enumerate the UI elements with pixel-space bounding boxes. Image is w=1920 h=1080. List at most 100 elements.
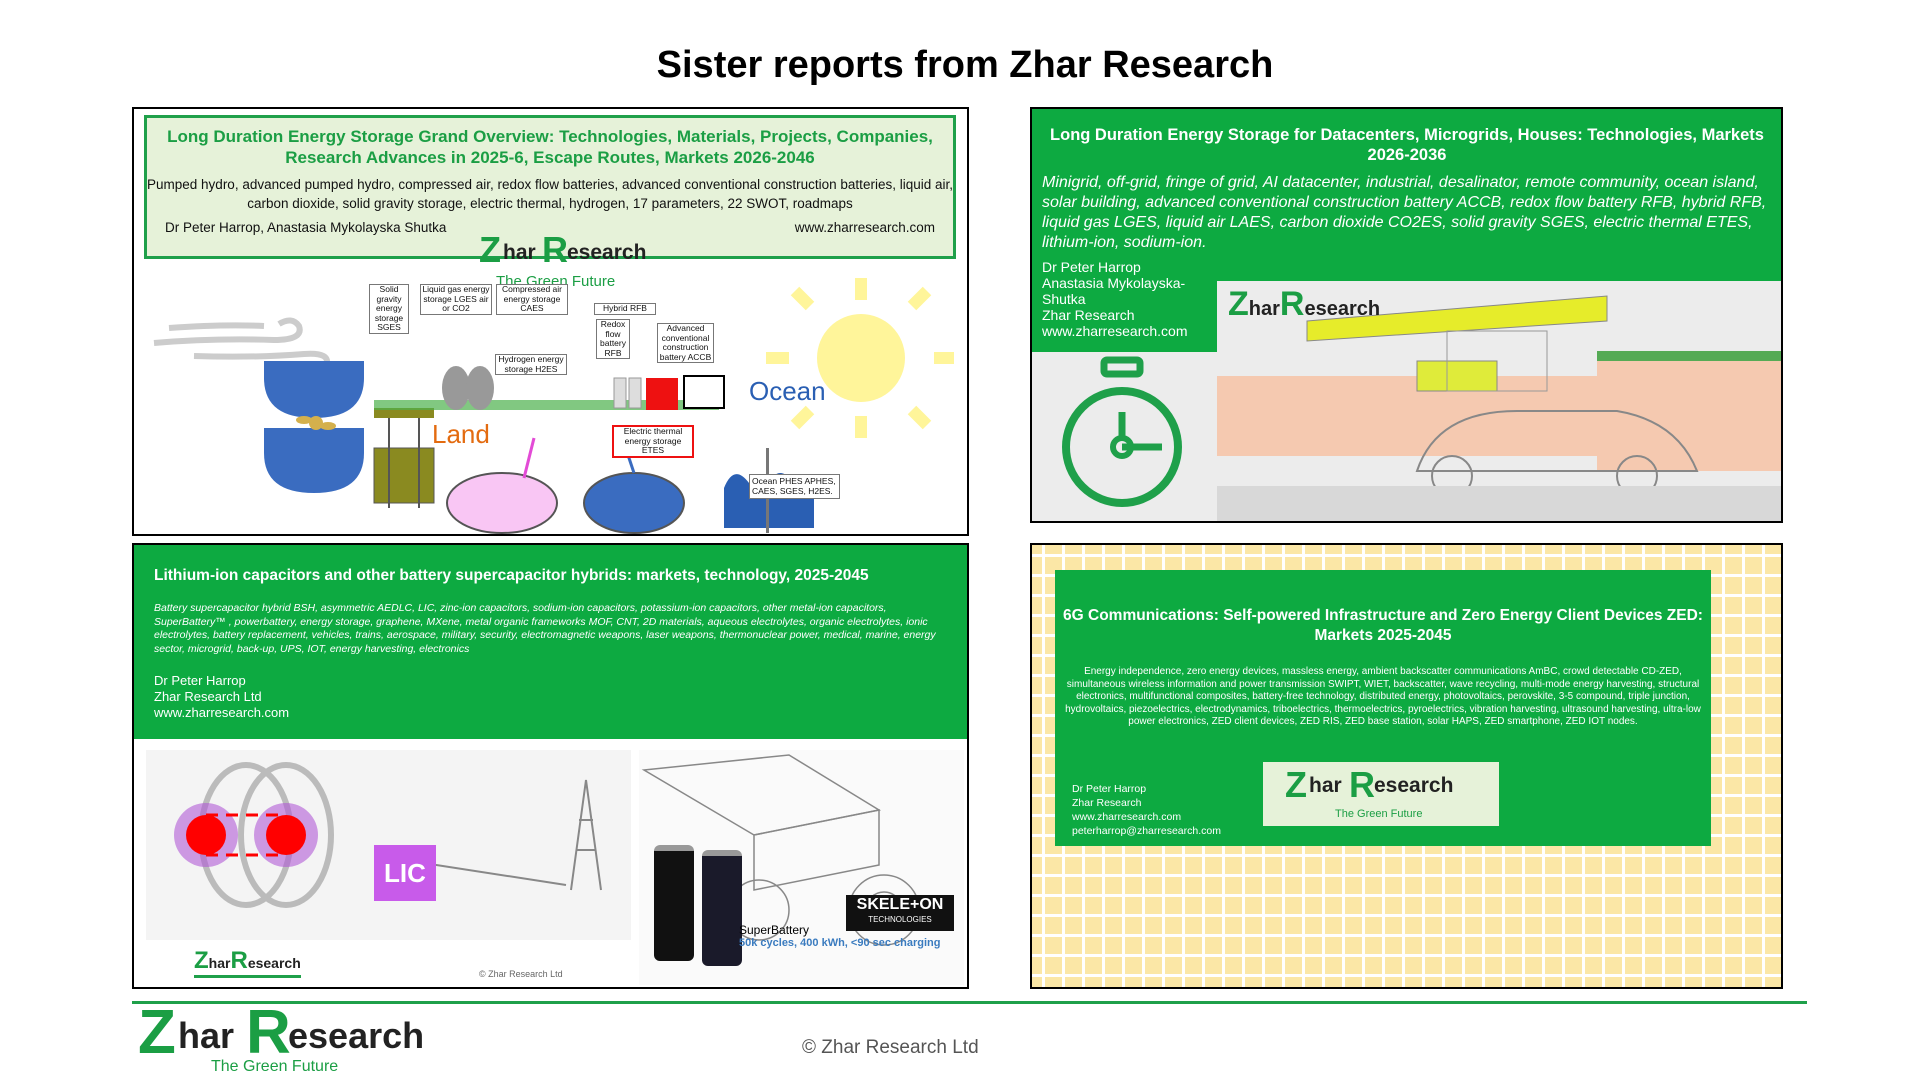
author-name: Dr Peter Harrop — [1072, 783, 1147, 795]
report-title: Long Duration Energy Storage Grand Overv… — [167, 127, 933, 167]
footer-divider — [132, 1001, 1807, 1004]
lower-reservoir — [264, 428, 364, 493]
company-url: www.zharresearch.com — [154, 705, 290, 720]
stopwatch-icon — [1062, 356, 1182, 507]
author-name: Dr Peter Harrop — [154, 673, 246, 688]
report-card-ldes-datacenters[interactable]: Long Duration Energy Storage for Datacen… — [1030, 107, 1783, 523]
report-card-ldes-overview[interactable]: Long Duration Energy Storage Grand Overv… — [132, 107, 969, 536]
label-lges: Liquid gas energy storage LGES air or CO… — [420, 284, 492, 315]
logo-esearch: esearch — [247, 955, 301, 971]
liquid-gas-icon — [442, 366, 494, 410]
report-authors: Dr Peter Harrop Zhar Research Ltd www.zh… — [154, 673, 289, 721]
logo-r: R — [230, 947, 248, 974]
report-header: Long Duration Energy Storage Grand Overv… — [144, 115, 956, 259]
logo-tagline: The Green Future — [211, 1058, 339, 1075]
report-description: Pumped hydro, advanced pumped hydro, com… — [147, 177, 953, 211]
label-accb: Advanced conventional construction batte… — [657, 323, 714, 363]
author-name: Anastasia Mykolayska-Shutka — [1042, 275, 1186, 307]
author-name: Dr Peter Harrop — [1042, 259, 1141, 275]
logo-esearch: esearch — [567, 241, 647, 264]
report-description: Minigrid, off-grid, fringe of grid, AI d… — [1042, 174, 1767, 251]
skeleton-logo-sub: TECHNOLOGIES — [868, 915, 932, 924]
zhar-logo: ZharResearch — [1228, 285, 1380, 324]
cell-superbattery — [702, 850, 742, 966]
page-title: Sister reports from Zhar Research — [656, 44, 1274, 86]
logo-har: har — [1309, 774, 1342, 797]
label-caes: Compressed air energy storage CAES — [496, 284, 568, 315]
energy-storage-diagram — [153, 278, 954, 534]
logo-z: Z — [194, 947, 209, 974]
zhar-research-logo: Z har R esearch The Green Future — [138, 998, 438, 1078]
label-h2es: Hydrogen energy storage H2ES — [495, 354, 567, 375]
report-header: 6G Communications: Self-powered Infrastr… — [1055, 570, 1711, 846]
report-url: www.zharresearch.com — [794, 220, 935, 235]
logo-esearch: esearch — [1374, 774, 1454, 797]
report-card-6g-communications[interactable]: 6G Communications: Self-powered Infrastr… — [1030, 543, 1783, 989]
superbattery-specs: 50k cycles, 400 kWh, <90 sec charging — [739, 937, 941, 949]
air-cavern — [583, 472, 685, 534]
zhar-logo: Z har R esearch The Green Future — [479, 229, 646, 290]
report-title: 6G Communications: Self-powered Infrastr… — [1063, 607, 1703, 644]
label-redox: Redox flow battery RFB — [596, 319, 630, 359]
logo-har: har — [208, 955, 231, 971]
report-authors: Dr Peter Harrop, Anastasia Mykolayska Sh… — [165, 220, 447, 235]
report-description: Battery supercapacitor hybrid BSH, asymm… — [154, 602, 936, 655]
pylon-icon — [570, 779, 602, 891]
redox-tank-icon — [646, 378, 678, 410]
ground-strip — [374, 400, 719, 410]
card-copyright: © Zhar Research Ltd — [479, 969, 563, 979]
house-illustration — [1217, 295, 1781, 521]
lic-label: LIC — [384, 858, 426, 888]
cell-skeleton — [654, 845, 694, 961]
skeleton-logo: SKELE+ON TECHNOLOGIES — [846, 895, 954, 931]
superbattery-caption: SuperBattery 50k cycles, 400 kWh, <90 se… — [739, 923, 940, 949]
lic-box: LIC — [374, 845, 436, 901]
logo-esearch: esearch — [1304, 298, 1381, 320]
report-header: Lithium-ion capacitors and other battery… — [134, 545, 967, 739]
label-ocean-tech: Ocean PHES APHES, CAES, SGES, H2ES. — [749, 474, 840, 499]
zhar-logo: ZharResearch — [194, 947, 301, 978]
hydrogen-cavern — [446, 472, 558, 534]
logo-r: R — [542, 229, 568, 270]
logo-r: R — [246, 998, 291, 1067]
report-title: Long Duration Energy Storage for Datacen… — [1050, 126, 1764, 164]
report-title: Lithium-ion capacitors and other battery… — [154, 567, 869, 584]
company-url: www.zharresearch.com — [1072, 811, 1182, 823]
logo-tagline: The Green Future — [1335, 808, 1423, 820]
label-etes: Electric thermal energy storage ETES — [612, 425, 694, 458]
label-sges: Solid gravity energy storage SGES — [369, 284, 409, 334]
company-name: Zhar Research Ltd — [154, 689, 262, 704]
superbattery-name: SuperBattery — [739, 923, 810, 937]
logo-z: Z — [1285, 764, 1307, 805]
logo-z: Z — [138, 998, 176, 1067]
author-email: peterharrop@zharresearch.com — [1072, 825, 1221, 837]
label-ocean: Ocean — [749, 376, 826, 406]
accb-icon — [683, 375, 725, 409]
label-land: Land — [432, 419, 490, 449]
report-authors: Dr Peter Harrop Anastasia Mykolayska-Shu… — [1042, 259, 1192, 339]
skeleton-logo-text: SKELE+ON — [856, 896, 944, 913]
company-name: Zhar Research — [1072, 797, 1142, 809]
sun-icon — [766, 278, 954, 438]
company-url: www.zharresearch.com — [1042, 323, 1188, 339]
label-hybrid-rfb: Hybrid RFB — [594, 303, 656, 315]
company-name: Zhar Research — [1042, 307, 1135, 323]
upper-reservoir — [264, 361, 364, 418]
logo-har: har — [1248, 298, 1280, 320]
logo-z: Z — [1228, 285, 1249, 323]
logo-r: R — [1349, 764, 1375, 805]
report-description: Energy independence, zero energy devices… — [1065, 666, 1701, 727]
wind-icon — [153, 317, 330, 368]
logo-r: R — [1279, 285, 1305, 323]
report-card-lithium-ion-capacitors[interactable]: Lithium-ion capacitors and other battery… — [132, 543, 969, 989]
logo-esearch: esearch — [288, 1015, 425, 1056]
turbine-icon — [296, 416, 336, 430]
logo-z: Z — [479, 229, 501, 270]
zhar-logo: Z har R esearch The Green Future — [1263, 762, 1499, 826]
report-authors: Dr Peter Harrop Zhar Research www.zharre… — [1072, 782, 1221, 838]
tokamak-illustration — [174, 762, 602, 908]
logo-har: har — [178, 1015, 235, 1056]
stopwatch-panel — [1032, 352, 1217, 521]
logo-har: har — [503, 241, 536, 264]
house-scene-image — [1217, 281, 1781, 521]
